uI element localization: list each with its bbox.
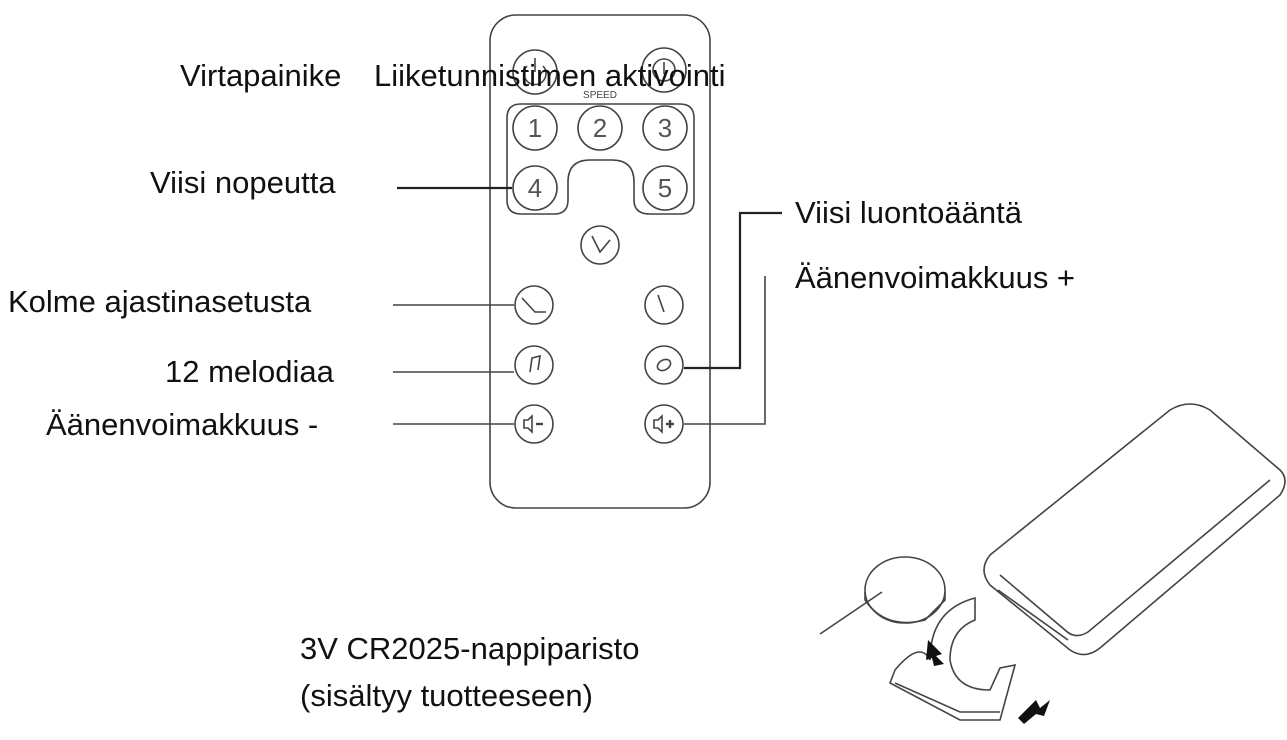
label-motion: Liiketunnistimen aktivointi xyxy=(374,58,726,93)
speed-key-4-label: 4 xyxy=(528,173,542,203)
leader-nature xyxy=(684,211,782,370)
speed-key-2-label: 2 xyxy=(593,113,607,143)
speed-key-4 xyxy=(512,165,558,211)
power-button xyxy=(512,49,558,95)
speed-key-1-label: 1 xyxy=(528,113,542,143)
volume-up-button xyxy=(644,404,684,444)
label-battery-line2: (sisältyy tuotteeseen) xyxy=(300,678,593,713)
label-speeds: Viisi nopeutta xyxy=(150,165,336,200)
timer-button-center xyxy=(580,225,620,265)
label-melodies: 12 melodiaa xyxy=(165,354,334,389)
nature-button xyxy=(644,345,684,385)
speed-caption: SPEED xyxy=(583,90,617,101)
speed-key-5-label: 5 xyxy=(658,173,672,203)
insert-arrow-up xyxy=(1018,700,1050,724)
battery-holder xyxy=(888,596,1017,721)
label-power: Virtapainike xyxy=(180,58,342,93)
timer-button-right xyxy=(644,285,684,325)
volume-down-button xyxy=(514,404,554,444)
remote-back-view xyxy=(983,403,1286,656)
remote-body xyxy=(489,14,711,509)
label-nature: Viisi luontoääntä xyxy=(795,195,1022,230)
speed-group-outline xyxy=(506,103,695,215)
label-vol-down: Äänenvoimakkuus - xyxy=(46,407,319,442)
timer-button-left xyxy=(514,285,554,325)
speed-key-1 xyxy=(512,105,558,151)
coin-battery xyxy=(864,556,946,624)
motion-sensor-button xyxy=(641,47,687,93)
speed-key-3 xyxy=(642,105,688,151)
speed-key-3-label: 3 xyxy=(658,113,672,143)
label-timers: Kolme ajastinasetusta xyxy=(8,284,312,319)
label-vol-up: Äänenvoimakkuus + xyxy=(795,260,1076,295)
melody-button xyxy=(514,345,554,385)
insert-arrow-down xyxy=(926,640,944,666)
speed-key-5 xyxy=(642,165,688,211)
leader-battery xyxy=(819,591,883,635)
speed-key-2 xyxy=(577,105,623,151)
leader-vol-up xyxy=(684,276,766,425)
label-battery-line1: 3V CR2025-nappiparisto xyxy=(300,631,640,666)
